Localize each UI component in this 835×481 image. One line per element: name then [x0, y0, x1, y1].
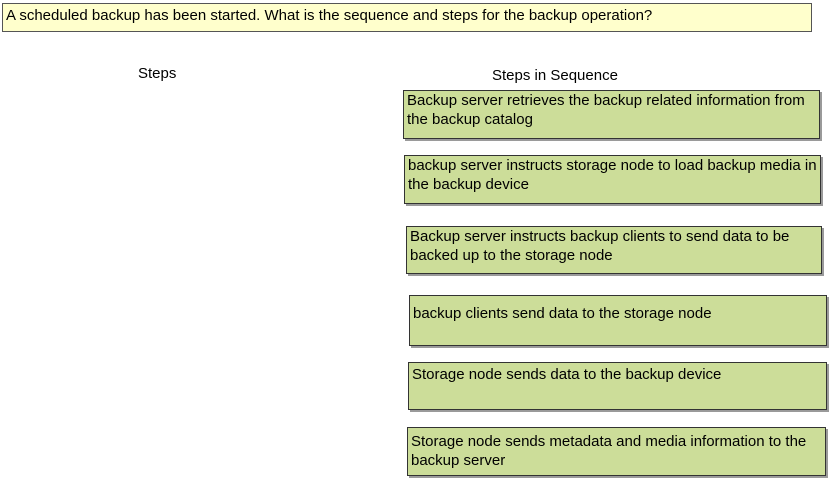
sequence-step-card[interactable]: Backup server retrieves the backup relat… — [403, 90, 820, 139]
sequence-step-card[interactable]: Storage node sends data to the backup de… — [408, 362, 827, 410]
steps-column-heading: Steps — [138, 65, 177, 82]
sequence-step-card[interactable]: Backup server instructs backup clients t… — [406, 226, 822, 274]
sequence-step-card[interactable]: backup server instructs storage node to … — [404, 155, 821, 204]
sequence-step-card[interactable]: Storage node sends metadata and media in… — [407, 427, 826, 476]
question-prompt: A scheduled backup has been started. Wha… — [2, 3, 812, 32]
sequence-step-card[interactable]: backup clients send data to the storage … — [409, 295, 827, 346]
steps-in-sequence-heading: Steps in Sequence — [492, 67, 618, 84]
